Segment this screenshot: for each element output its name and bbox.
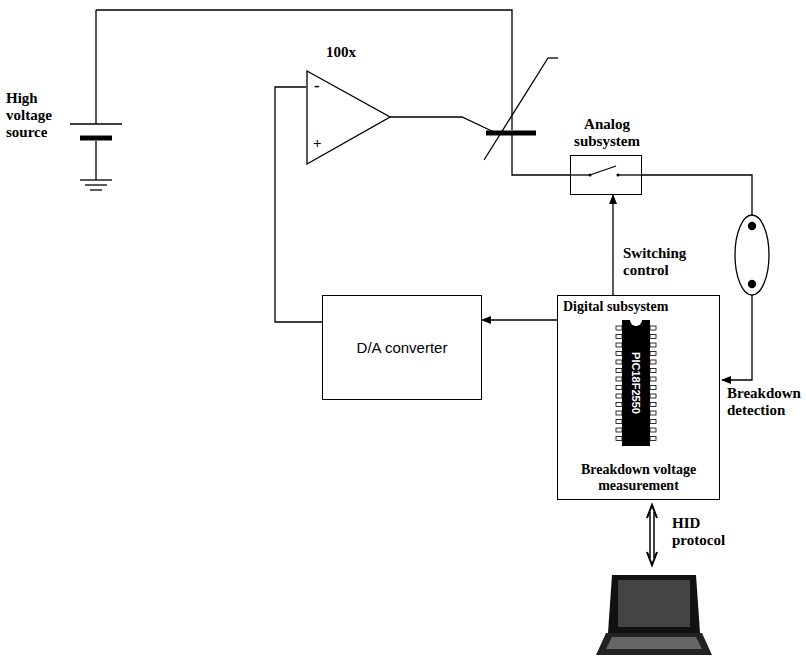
amplifier-triangle: 100x-+ <box>306 70 391 165</box>
board-function: Breakdown voltage measurement <box>562 462 715 494</box>
signal-connector <box>612 195 613 295</box>
analog-switch-box: Analog subsystem <box>570 155 642 195</box>
chip-package: PIC18F2550 <box>614 320 658 446</box>
chip-part-number: PIC18F2550 <box>630 352 642 414</box>
switch-symbol <box>570 155 642 195</box>
inverting-input: - <box>314 77 320 94</box>
signal-connector <box>482 319 557 320</box>
signal-label: Breakdown detection <box>727 385 805 419</box>
signal-connector <box>275 87 322 322</box>
subsystem-heading: Analog subsystem <box>559 116 655 150</box>
gain-label: 100x <box>326 44 356 61</box>
noninverting-input: + <box>313 135 322 152</box>
source-label: High voltage source <box>6 90 86 141</box>
connector-label: Switching control <box>623 245 703 279</box>
board-heading: Digital subsystem <box>563 299 714 315</box>
laptop-icon <box>596 575 712 655</box>
converter-label: D/A converter <box>357 339 448 356</box>
converter-box: D/A converter <box>322 295 482 400</box>
microcontroller-board: PIC18F2550 Digital subsystemBreakdown vol… <box>557 295 720 500</box>
protocol-label: HID protocol <box>672 515 752 549</box>
